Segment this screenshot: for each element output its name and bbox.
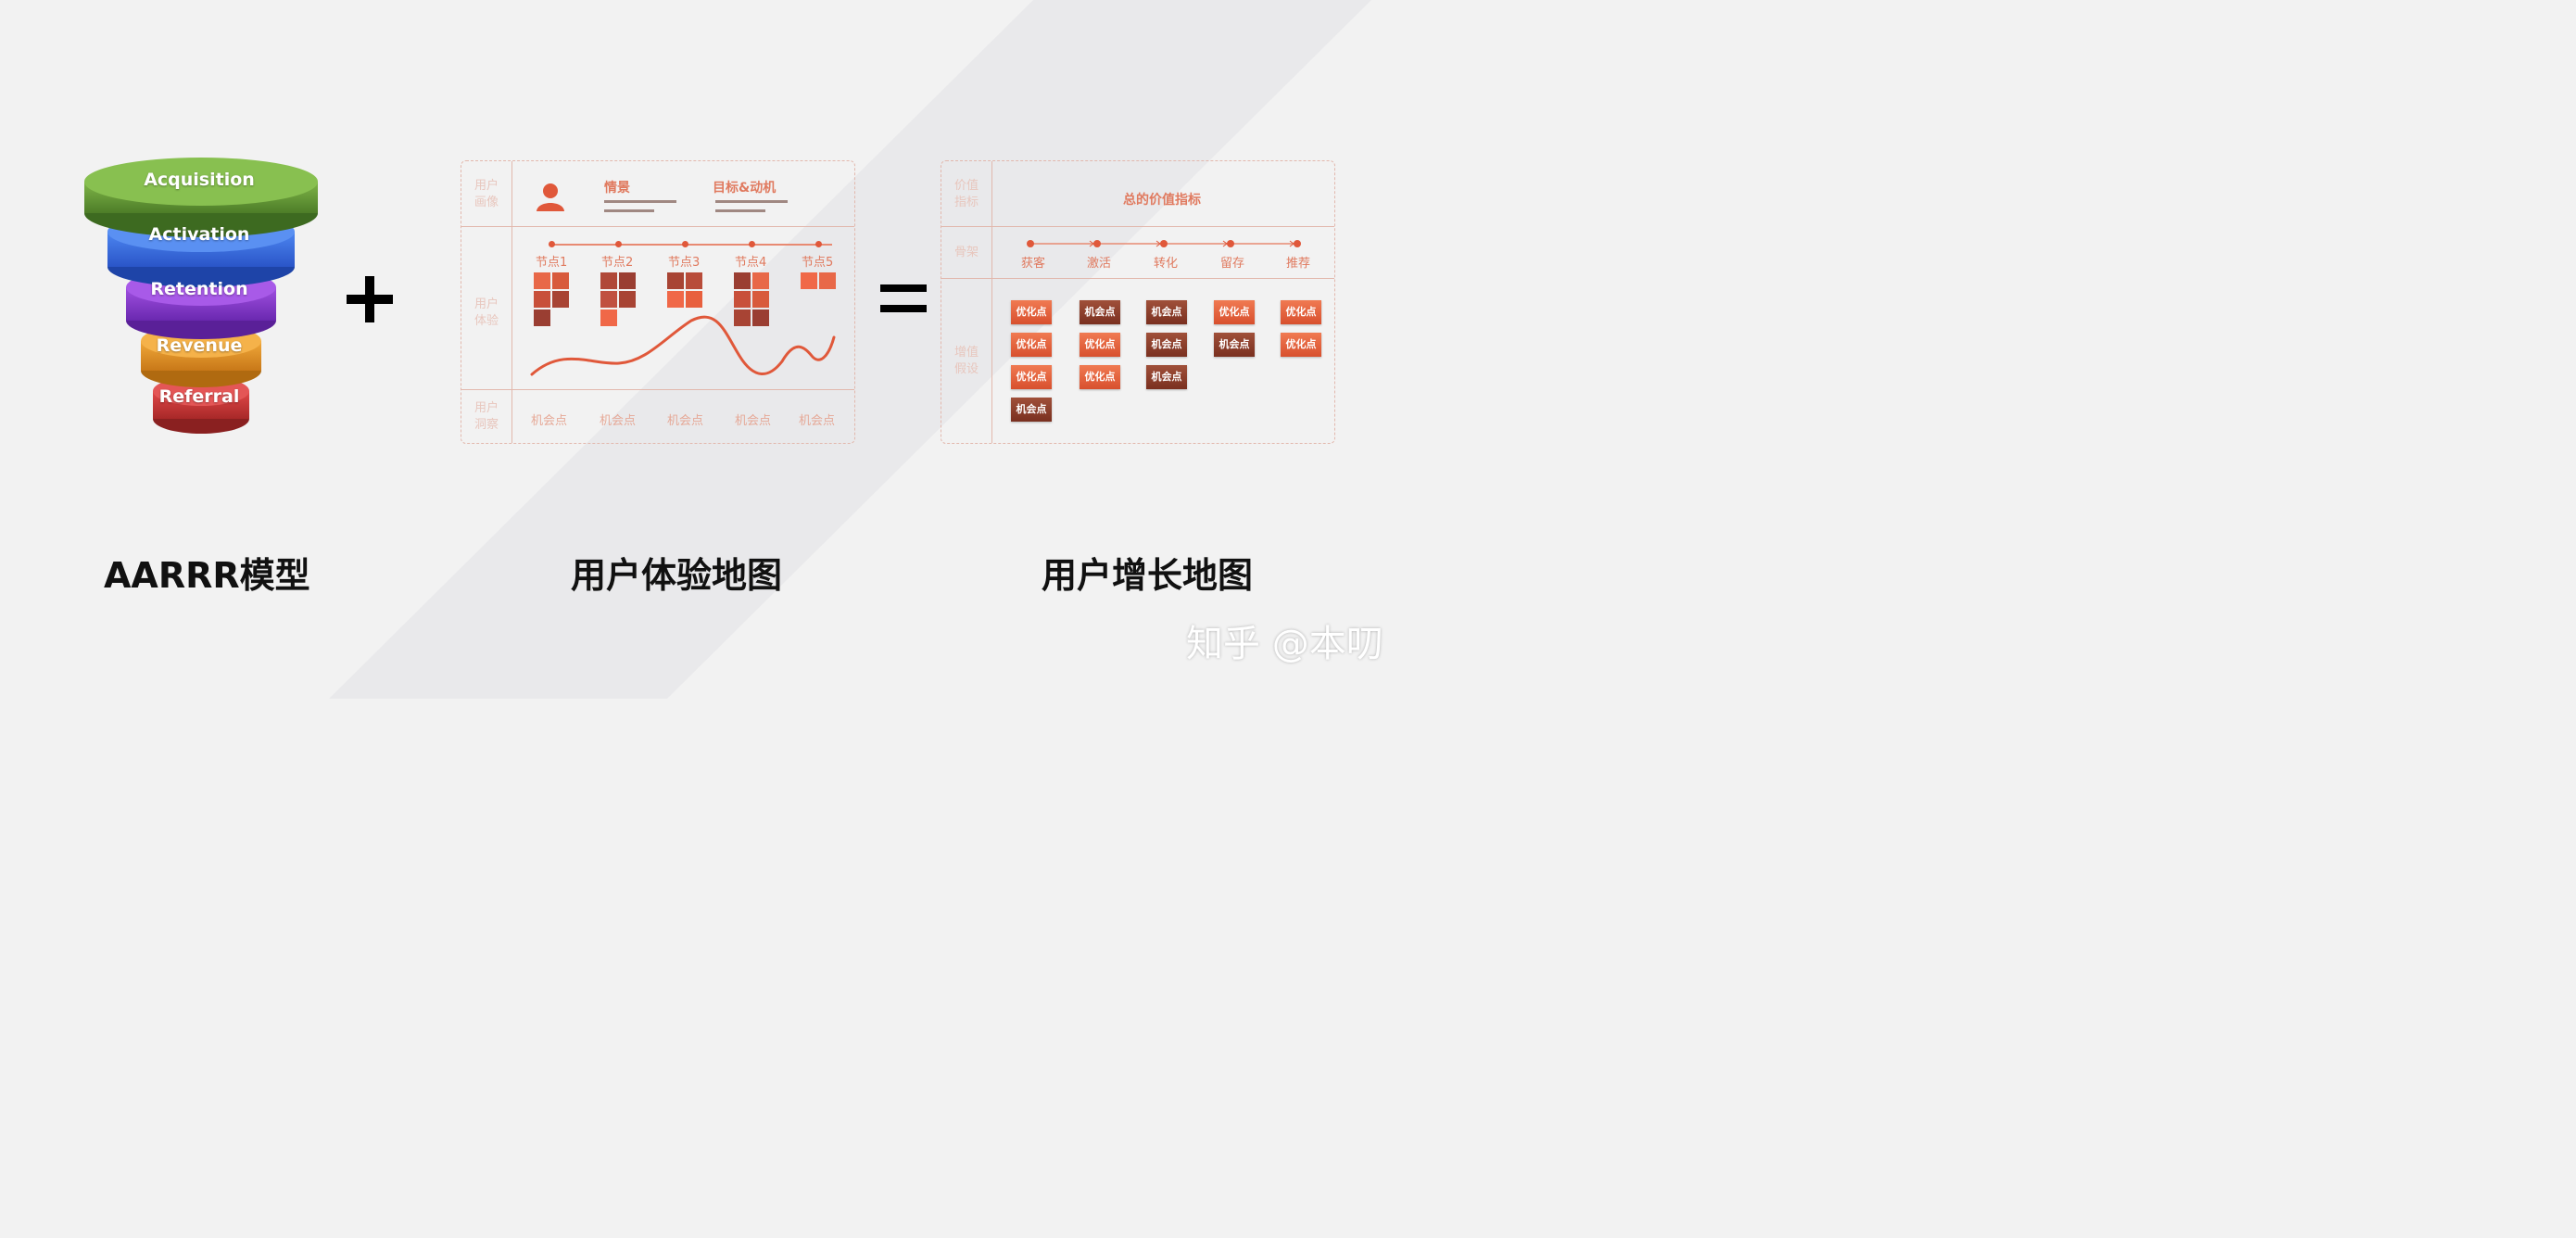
row-label-insight: 用户 洞察 <box>474 401 499 432</box>
node-label: 节点1 <box>536 256 568 270</box>
row-label-framework: 骨架 <box>953 246 979 259</box>
opportunity-tag: 机会点 <box>1146 365 1187 389</box>
opportunity-label: 机会点 <box>667 414 704 428</box>
aarrr-funnel: Acquisition Activation Retention Revenue… <box>74 148 334 454</box>
row-label-experience: 用户 体验 <box>474 297 499 328</box>
experience-curve <box>530 315 836 376</box>
opportunity-tag: 机会点 <box>1080 300 1120 324</box>
opportunity-tag: 机会点 <box>1146 300 1187 324</box>
stage-label: 推荐 <box>1286 257 1311 271</box>
funnel-stage-revenue: Revenue <box>156 335 243 356</box>
funnel-stage-activation: Activation <box>148 224 250 245</box>
caption-user-experience-map: 用户体验地图 <box>571 555 783 596</box>
opportunity-tag: 机会点 <box>1011 398 1052 422</box>
opportunity-label: 机会点 <box>531 414 568 428</box>
opportunity-label: 机会点 <box>735 414 772 428</box>
metric-title: 总的价值指标 <box>1123 193 1201 208</box>
stage-label: 获客 <box>1021 257 1046 271</box>
optimization-tag: 优化点 <box>1011 300 1052 324</box>
node-label: 节点5 <box>802 256 834 270</box>
optimization-tag: 优化点 <box>1080 365 1120 389</box>
user-icon <box>537 183 564 211</box>
scenario-label: 情景 <box>604 181 630 196</box>
funnel-stage-retention: Retention <box>150 279 248 299</box>
caption-aarrr-model: AARRR模型 <box>104 555 310 596</box>
optimization-tag: 优化点 <box>1011 365 1052 389</box>
opportunity-label: 机会点 <box>799 414 836 428</box>
stage-label: 留存 <box>1220 257 1245 271</box>
goal-label: 目标&动机 <box>713 181 777 196</box>
opportunity-label: 机会点 <box>600 414 637 428</box>
opportunity-tag: 机会点 <box>1214 333 1255 357</box>
caption-user-growth-map: 用户增长地图 <box>1042 555 1254 596</box>
optimization-tag: 优化点 <box>1281 300 1321 324</box>
user-experience-map: 用户 画像 用户 体验 用户 洞察 情景 目标&动机 节点1 节点2 节点3 节… <box>461 160 855 444</box>
plus-operator-icon <box>347 276 393 322</box>
optimization-tag: 优化点 <box>1080 333 1120 357</box>
optimization-tag: 优化点 <box>1011 333 1052 357</box>
optimization-tag: 优化点 <box>1214 300 1255 324</box>
funnel-stage-referral: Referral <box>158 386 240 407</box>
node-label: 节点3 <box>668 256 701 270</box>
node-label: 节点4 <box>735 256 767 270</box>
stage-label: 转化 <box>1154 257 1179 271</box>
row-label-hypothesis: 增值 假设 <box>953 346 979 376</box>
optimization-tag: 优化点 <box>1281 333 1321 357</box>
watermark: 知乎 @本叨 <box>1186 623 1383 665</box>
equals-operator-icon <box>880 284 927 312</box>
funnel-stage-acquisition: Acquisition <box>144 170 255 190</box>
stage-label: 激活 <box>1087 257 1112 271</box>
row-label-metric: 价值 指标 <box>953 179 979 209</box>
row-label-persona: 用户 画像 <box>474 179 499 209</box>
user-growth-map: 价值 指标 骨架 增值 假设 总的价值指标 获客 激活 转化 留存 推荐 优化点… <box>941 160 1335 444</box>
opportunity-tag: 机会点 <box>1146 333 1187 357</box>
funnel-graphic <box>84 158 318 434</box>
stage-flow-line <box>1027 240 1301 247</box>
node-label: 节点2 <box>601 256 634 270</box>
